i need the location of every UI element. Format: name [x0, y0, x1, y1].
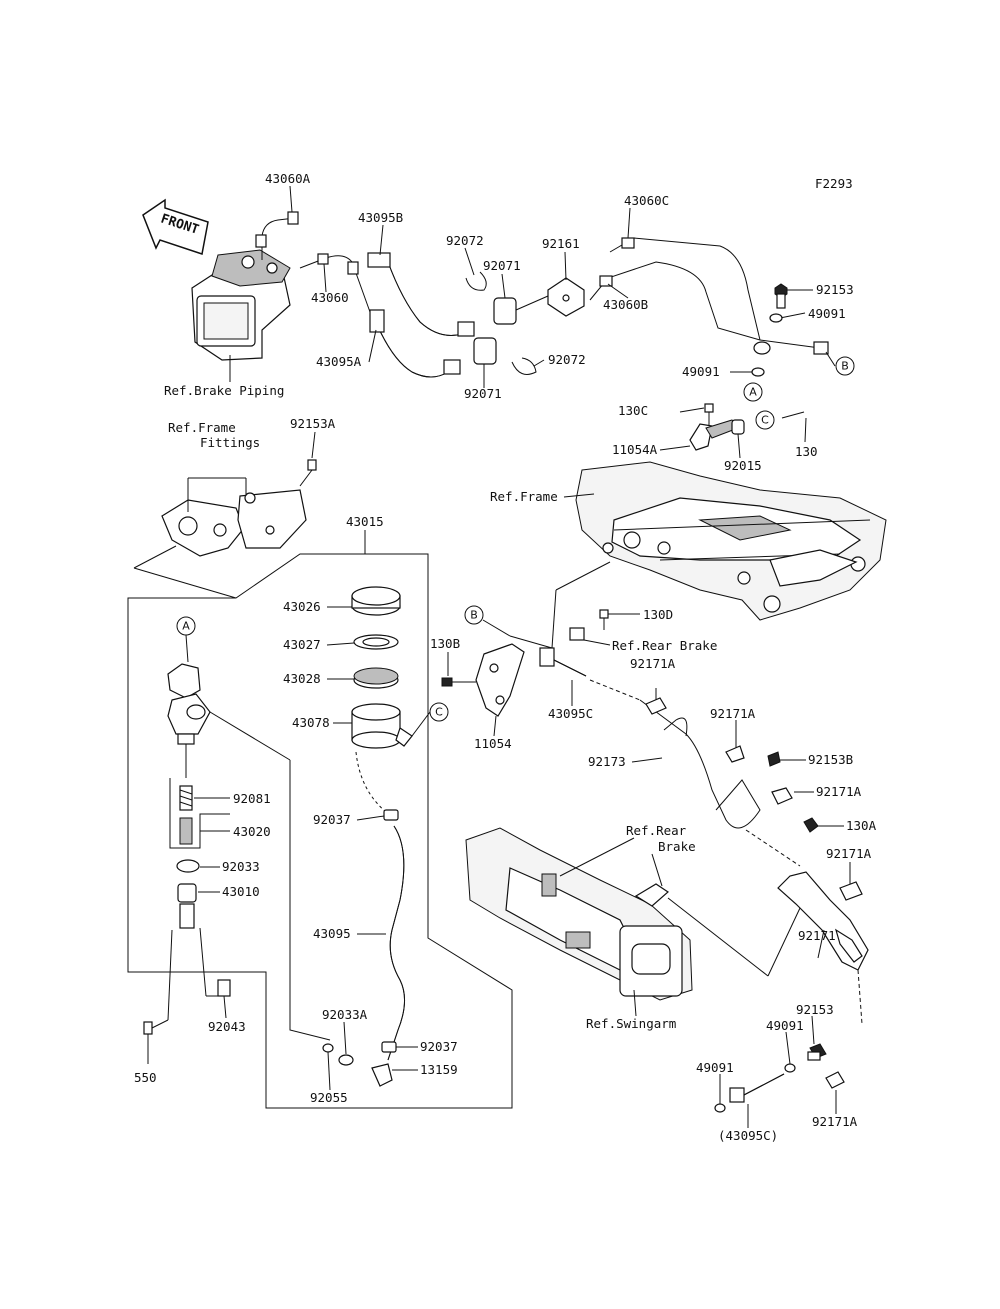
label-92081: 92081 [233, 791, 271, 806]
label-130C: 130C [618, 403, 648, 418]
label-43095B: 43095B [358, 210, 403, 225]
label-92171: 92171 [798, 928, 836, 943]
label-92071-bot: 92071 [464, 386, 502, 401]
label-130B: 130B [430, 636, 460, 651]
label-92055: 92055 [310, 1090, 348, 1105]
label-13159: 13159 [420, 1062, 458, 1077]
label-92171A-1: 92171A [630, 656, 676, 671]
reservoir-parts [322, 586, 413, 1087]
callout-b-mid-text: B [470, 609, 478, 622]
label-43010: 43010 [222, 884, 260, 899]
label-43026: 43026 [283, 599, 321, 614]
label-92072-top: 92072 [446, 233, 484, 248]
label-130: 130 [795, 444, 818, 459]
figure-id: F2293 [815, 176, 853, 191]
label-49091-bot1: 49091 [766, 1018, 804, 1033]
swingarm [465, 827, 801, 1017]
bracket-11054A: C [659, 403, 807, 459]
label-43020: 43020 [233, 824, 271, 839]
leaders-top [229, 185, 836, 388]
label-43095A: 43095A [316, 354, 362, 369]
label-11054A: 11054A [612, 442, 658, 457]
label-92043: 92043 [208, 1019, 246, 1034]
label-92153: 92153 [816, 282, 854, 297]
label-ref-rear-brake-2a: Ref.Rear [626, 823, 687, 838]
label-92037-top: 92037 [313, 812, 351, 827]
label-92173: 92173 [588, 754, 626, 769]
callout-b-top-text: B [841, 360, 849, 373]
label-ref-brake-piping: Ref.Brake Piping [164, 383, 284, 398]
label-43060: 43060 [311, 290, 349, 305]
callout-c-mid-text: C [435, 706, 443, 719]
label-ref-rear-brake-1: Ref.Rear Brake [612, 638, 717, 653]
label-92071-top: 92071 [483, 258, 521, 273]
label-49091-mid: 49091 [682, 364, 720, 379]
front-arrow-icon: FRONT [142, 198, 209, 255]
label-ref-frame: Ref.Frame [490, 489, 558, 504]
label-11054: 11054 [474, 736, 512, 751]
label-ref-frame-fittings-1: Ref.Frame [168, 420, 236, 435]
label-92171A-5: 92171A [812, 1114, 858, 1129]
label-43095: 43095 [313, 926, 351, 941]
label-43028: 43028 [283, 671, 321, 686]
callout-c-mid [429, 702, 449, 722]
label-92171A-2: 92171A [710, 706, 756, 721]
frame-assembly [575, 461, 887, 621]
label-92171A-3: 92171A [816, 784, 862, 799]
brake-hoses-top [255, 211, 829, 378]
label-ref-rear-brake-2b: Brake [658, 839, 696, 854]
leader-ref-frame [563, 493, 595, 498]
label-92015: 92015 [724, 458, 762, 473]
label-43078: 43078 [292, 715, 330, 730]
label-92037-bot: 92037 [420, 1039, 458, 1054]
label-92033A: 92033A [322, 1007, 368, 1022]
master-cylinder-body [143, 616, 331, 1064]
frame-fittings [161, 431, 317, 557]
label-92072-bot: 92072 [548, 352, 586, 367]
label-49091-bot2: 49091 [696, 1060, 734, 1075]
label-92033: 92033 [222, 859, 260, 874]
label-92153A: 92153A [290, 416, 336, 431]
pedal-linkage [441, 561, 869, 1128]
label-43060C: 43060C [624, 193, 669, 208]
callout-b-top [835, 356, 855, 376]
callout-a-top [743, 382, 763, 402]
callout-a-top-text: A [749, 386, 757, 399]
label-92161: 92161 [542, 236, 580, 251]
bolt-92153-top [751, 283, 788, 377]
label-49091-top: 49091 [808, 306, 846, 321]
label-92153B: 92153B [808, 752, 853, 767]
label-43095C: 43095C [548, 706, 593, 721]
label-43027: 43027 [283, 637, 321, 652]
label-ref-frame-fittings-2: Fittings [200, 435, 260, 450]
label-43060B: 43060B [603, 297, 648, 312]
label-130A: 130A [846, 818, 877, 833]
callout-a-left-text: A [182, 620, 190, 633]
master-cylinder-group-outline [127, 530, 513, 1109]
label-92171A-4: 92171A [826, 846, 872, 861]
label-550: 550 [134, 1070, 157, 1085]
label-ref-swingarm: Ref.Swingarm [586, 1016, 676, 1031]
leaders-reservoir [326, 606, 431, 1091]
label-43015: 43015 [346, 514, 384, 529]
label-43060A: 43060A [265, 171, 311, 186]
label-130D: 130D [643, 607, 673, 622]
callout-c-top [755, 410, 775, 430]
callout-c-top-text: C [761, 414, 769, 427]
label-92153-bot: 92153 [796, 1002, 834, 1017]
abs-unit [191, 249, 291, 361]
label-43095C-paren: (43095C) [718, 1128, 778, 1143]
